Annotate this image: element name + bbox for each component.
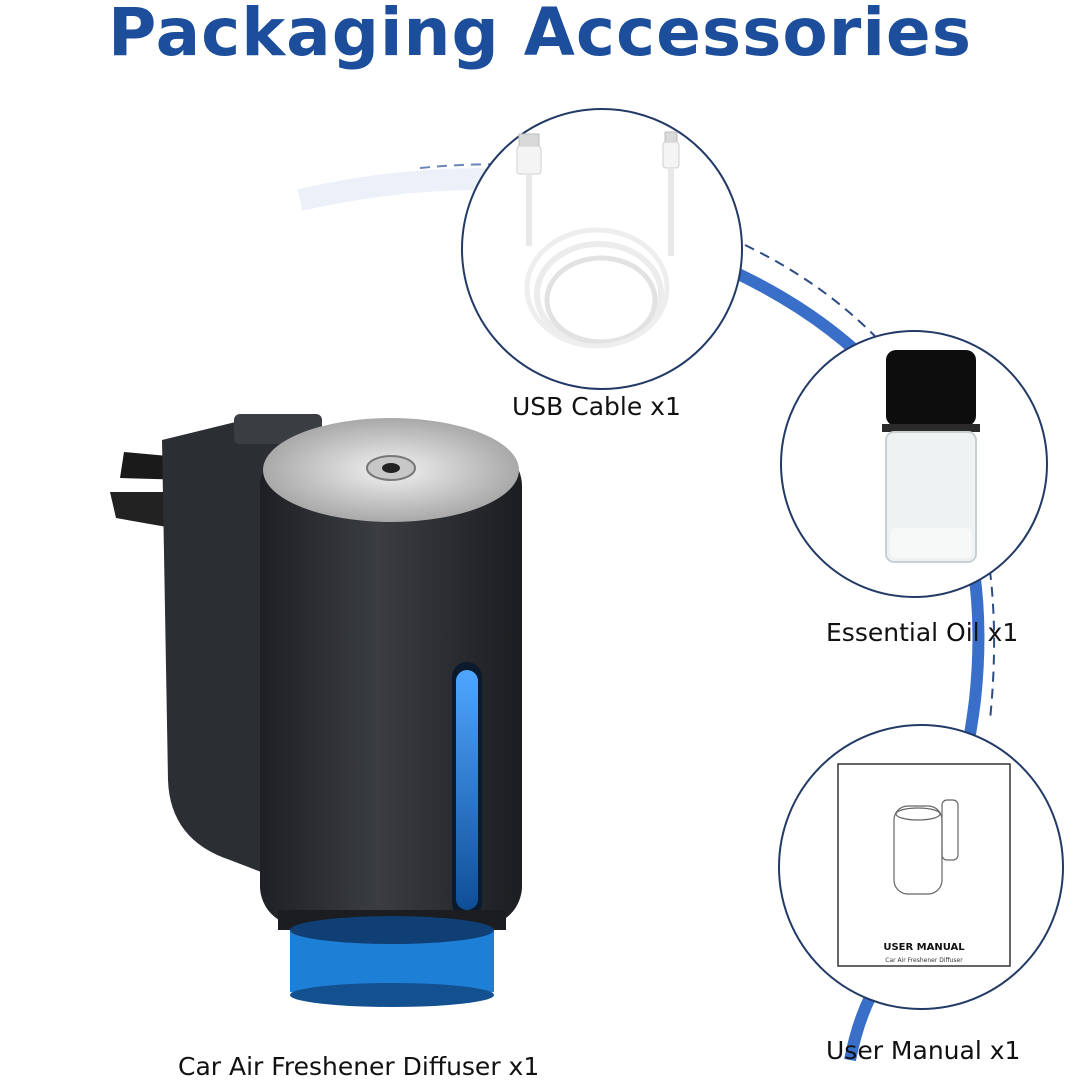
usb-cable-icon — [516, 131, 680, 349]
oil-bottle-icon — [882, 350, 980, 563]
page-title: Packaging Accessories — [108, 0, 972, 71]
user-manual-label: User Manual x1 — [826, 1036, 1021, 1065]
manual-title: USER MANUAL — [883, 942, 965, 953]
usb-cable-circle — [461, 108, 743, 390]
usb-cable-label: USB Cable x1 — [512, 392, 681, 421]
diffuser-icon — [110, 414, 522, 1007]
user-manual-icon — [837, 763, 1011, 967]
user-manual-circle: USER MANUAL Car Air Freshener Diffuser — [778, 724, 1064, 1010]
manual-subtitle: Car Air Freshener Diffuser — [885, 957, 963, 964]
diffuser-label: Car Air Freshener Diffuser x1 — [178, 1052, 540, 1081]
essential-oil-label: Essential Oil x1 — [826, 618, 1019, 647]
essential-oil-circle — [780, 330, 1048, 598]
